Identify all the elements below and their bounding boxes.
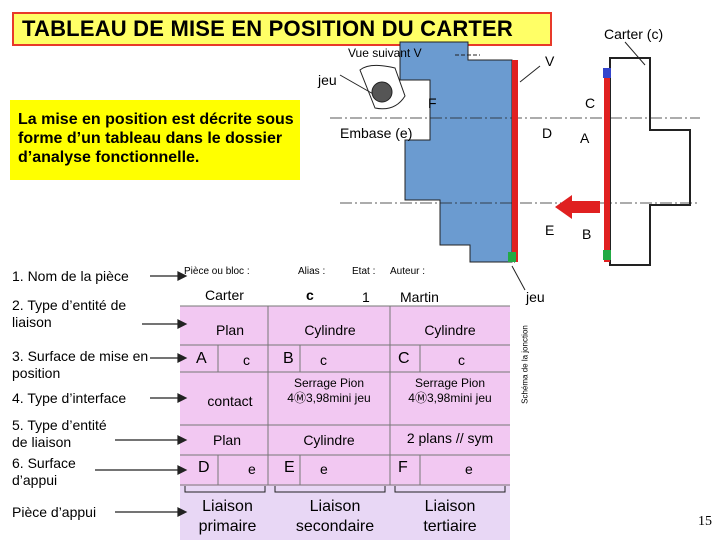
embase-body	[399, 41, 513, 263]
left-label-7: Pièce d’appui	[12, 504, 97, 520]
entity2-2: Cylindre	[303, 432, 355, 448]
interface-1: contact	[207, 393, 253, 409]
vertical-caption: Schéma de la jonction	[520, 325, 530, 404]
page-number: 15	[698, 514, 712, 529]
value-alias: c	[306, 287, 314, 303]
header-alias: Alias :	[298, 266, 326, 277]
embase-label: Embase (e)	[340, 125, 413, 141]
letter-E: E	[545, 222, 555, 238]
pin-circle	[371, 81, 393, 103]
support-letter-3: F	[398, 459, 408, 476]
support-piece-2: e	[320, 461, 328, 477]
intro-text: La mise en position est décrite sous for…	[10, 100, 300, 180]
support-piece-3: e	[465, 461, 473, 477]
interface-3: Serrage Pion 4Ⓜ3,98mini jeu	[408, 376, 492, 405]
view-label: Vue suivant V	[348, 46, 422, 60]
header-etat: Etat :	[352, 266, 376, 277]
letter-B: B	[582, 226, 592, 242]
surface-piece-2: c	[320, 352, 327, 368]
letter-D: D	[542, 125, 553, 141]
left-label-1: 1. Nom de la pièce	[12, 268, 129, 284]
left-label-3: 3. Surface de mise en position	[12, 348, 149, 381]
header-auteur: Auteur :	[390, 266, 426, 277]
value-auteur: Martin	[400, 289, 439, 305]
value-piece: Carter	[205, 287, 244, 303]
entity2-3: 2 plans // sym	[406, 430, 494, 446]
surface-piece-3: c	[458, 352, 465, 368]
letter-C: C	[585, 95, 596, 111]
header-piece: Pièce ou bloc :	[184, 266, 250, 277]
left-label-6: 6. Surface d’appui	[12, 455, 76, 488]
left-label-5: 5. Type d’entité de liaison	[12, 417, 107, 450]
jeu-right-label: jeu	[526, 289, 545, 305]
surface-letter-1: A	[196, 350, 207, 367]
entity-3: Cylindre	[424, 322, 476, 338]
support-piece-1: e	[248, 461, 256, 477]
red-arrow	[555, 195, 600, 219]
support-letter-2: E	[284, 459, 295, 476]
interface-2: Serrage Pion 4Ⓜ3,98mini jeu	[287, 376, 371, 405]
v-label: V	[545, 53, 555, 69]
table-background	[180, 306, 510, 516]
letter-A: A	[580, 130, 590, 146]
letter-F: F	[428, 95, 437, 111]
carter-body	[609, 57, 691, 266]
liaison-primaire: Liaison primaire	[198, 498, 257, 535]
part-label: Carter (c)	[604, 26, 664, 42]
liaison-secondaire: Liaison secondaire	[295, 498, 375, 535]
entity-2: Cylindre	[304, 322, 356, 338]
surface-letter-2: B	[283, 350, 294, 367]
entity2-1: Plan	[212, 432, 242, 448]
entity-1: Plan	[215, 322, 245, 338]
surface-letter-3: C	[398, 350, 410, 367]
left-label-2: 2. Type d’entité de liaison	[12, 297, 127, 330]
surface-piece-1: c	[243, 352, 250, 368]
page-title: TABLEAU DE MISE EN POSITION DU CARTER	[12, 12, 552, 46]
left-label-4: 4. Type d’interface	[12, 390, 127, 406]
value-etat: 1	[362, 289, 370, 305]
liaison-tertiaire: Liaison tertiaire	[423, 498, 477, 535]
jeu-top-label: jeu	[318, 72, 337, 88]
support-letter-1: D	[198, 459, 210, 476]
